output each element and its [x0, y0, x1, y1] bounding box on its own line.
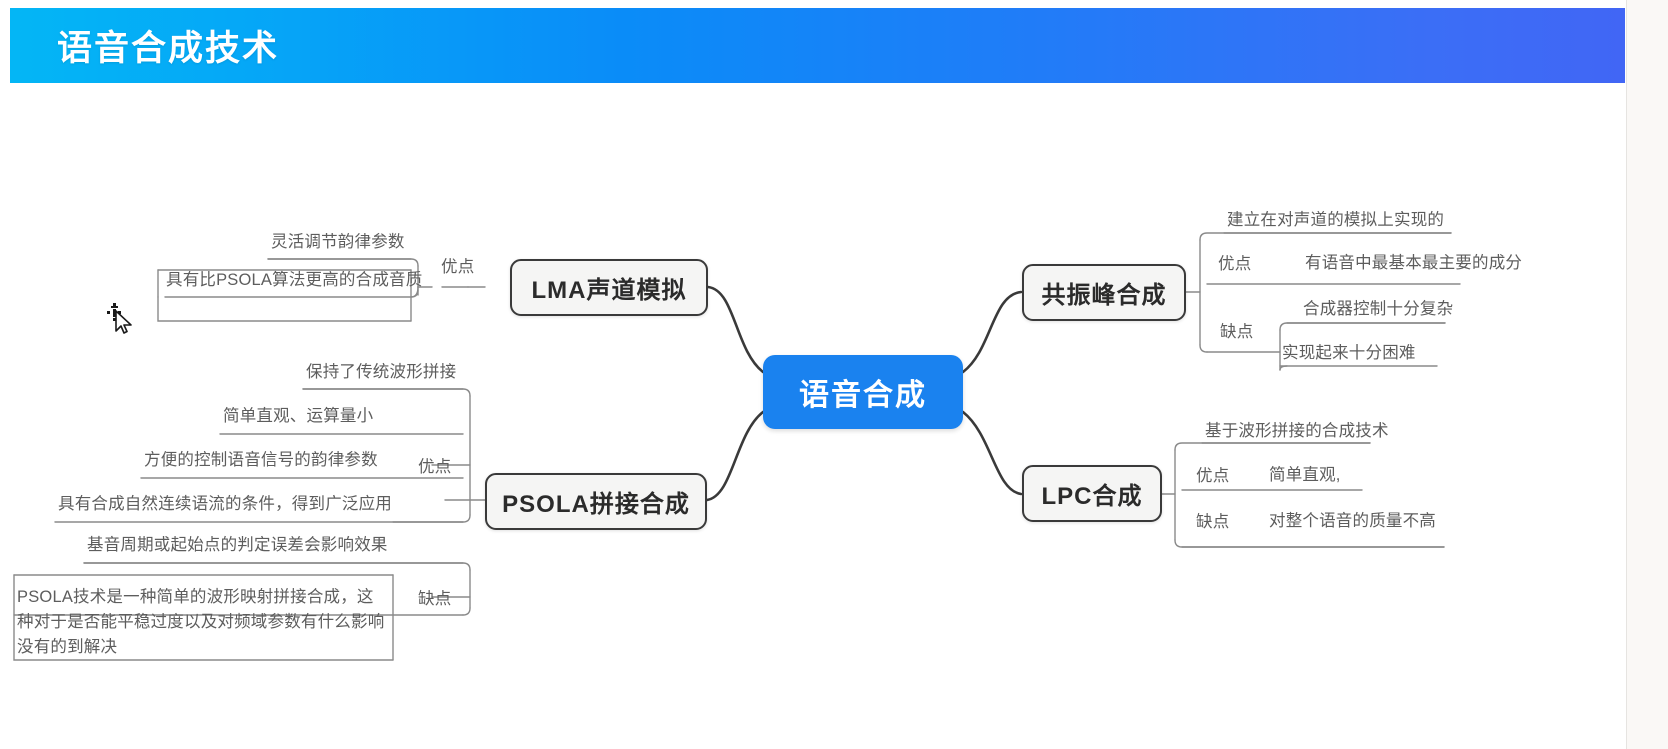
tag-psola-advantages[interactable]: 优点	[418, 458, 452, 476]
leaf-formant-dis-2[interactable]: 实现起来十分困难	[1282, 344, 1416, 362]
leaf-psola-dis-1[interactable]: 基音周期或起始点的判定误差会影响效果	[87, 536, 388, 554]
branch-node-lpc[interactable]: LPC合成	[1022, 465, 1162, 522]
tag-formant-disadvantages[interactable]: 缺点	[1220, 323, 1254, 341]
leaf-formant-dis-1[interactable]: 合成器控制十分复杂	[1303, 300, 1454, 318]
branch-node-lma[interactable]: LMA声道模拟	[510, 259, 708, 316]
branch-node-lpc-label: LPC合成	[1041, 483, 1143, 510]
root-node-label: 语音合成	[799, 379, 927, 412]
page-title: 语音合成技术	[57, 29, 280, 68]
branch-node-formant[interactable]: 共振峰合成	[1022, 264, 1186, 321]
leaf-psola-dis-2[interactable]: PSOLA技术是一种简单的波形映射拼接合成，这种对于是否能平稳过度以及对频域参数…	[17, 588, 385, 656]
tag-lpc-advantages[interactable]: 优点	[1196, 467, 1230, 485]
leaf-formant-headline[interactable]: 建立在对声道的模拟上实现的	[1227, 211, 1445, 229]
leaf-lma-adv-2[interactable]: 具有比PSOLA算法更高的合成音质	[166, 271, 423, 289]
header-banner: 语音合成技术	[10, 8, 1625, 83]
leaf-psola-adv-1[interactable]: 保持了传统波形拼接	[306, 363, 457, 381]
leaf-lpc-headline[interactable]: 基于波形拼接的合成技术	[1205, 422, 1389, 440]
tag-formant-advantages[interactable]: 优点	[1218, 255, 1252, 273]
tag-lma-advantages[interactable]: 优点	[441, 258, 475, 276]
leaf-lpc-dis-1[interactable]: 对整个语音的质量不高	[1269, 512, 1436, 530]
tag-psola-disadvantages[interactable]: 缺点	[418, 590, 452, 608]
root-node[interactable]: 语音合成	[763, 355, 963, 429]
branch-node-psola[interactable]: PSOLA拼接合成	[485, 473, 707, 530]
canvas-right-gutter	[1626, 0, 1668, 749]
leaf-lpc-adv-1[interactable]: 简单直观,	[1269, 466, 1341, 484]
leaf-lma-adv-1[interactable]: 灵活调节韵律参数	[271, 233, 405, 251]
tag-lpc-disadvantages[interactable]: 缺点	[1196, 513, 1230, 531]
branch-node-lma-label: LMA声道模拟	[531, 277, 687, 304]
leaf-psola-adv-4[interactable]: 具有合成自然连续语流的条件，得到广泛应用	[58, 495, 392, 513]
branch-node-formant-label: 共振峰合成	[1041, 282, 1167, 309]
leaf-psola-adv-2[interactable]: 简单直观、运算量小	[223, 407, 374, 425]
branch-node-psola-label: PSOLA拼接合成	[502, 491, 690, 518]
leaf-formant-adv-1[interactable]: 有语音中最基本最主要的成分	[1305, 254, 1523, 272]
move-pointer-cursor	[107, 303, 132, 334]
leaf-psola-adv-3[interactable]: 方便的控制语音信号的韵律参数	[144, 451, 378, 469]
